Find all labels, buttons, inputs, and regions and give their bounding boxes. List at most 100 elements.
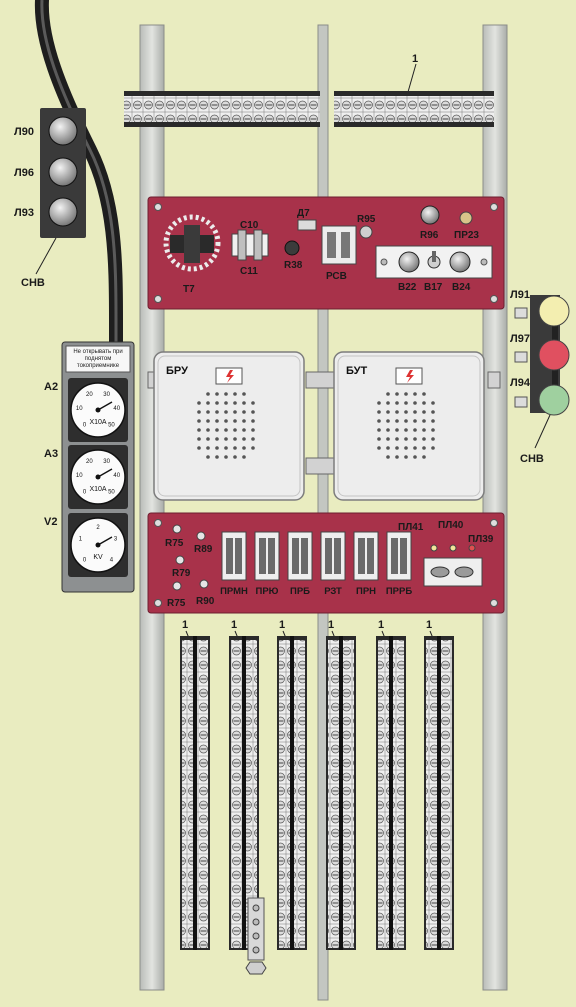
relay-4: РЗТ	[320, 531, 346, 597]
lamp-l96	[48, 157, 78, 187]
lamp-l94	[538, 384, 570, 416]
label-r95: R95	[357, 214, 376, 225]
right-lamp-block	[514, 295, 570, 416]
fuse-pl41	[430, 544, 438, 552]
terminal-callout: 1	[378, 619, 384, 631]
callout-top-line	[407, 63, 417, 93]
control-box-label: БУТ	[346, 365, 367, 377]
capacitors-c10-c11	[231, 229, 269, 261]
right-lamp-label-2: Л94	[510, 377, 531, 389]
meter-tick-label: 3	[114, 537, 118, 543]
fuse-pr23	[459, 211, 473, 225]
fuse-pl40	[449, 544, 457, 552]
label-pl39: ПЛ39	[468, 534, 494, 545]
relay-label: ПРЮ	[256, 586, 279, 597]
relays: ПРМН ПРЮ ПРБ РЗТ ПРН ПРРБ	[220, 531, 412, 597]
left-group-leader	[35, 237, 57, 275]
left-group-label: СНВ	[21, 277, 45, 289]
relay-label: ПРМН	[220, 586, 248, 597]
relay-5: ПРН	[353, 531, 379, 597]
meter-tick-label: 30	[103, 459, 110, 465]
meter-label-0: A2	[44, 381, 58, 393]
terminal-callout: 1	[328, 619, 334, 631]
relay-6: ПРРБ	[386, 531, 412, 597]
relay-label: ПРБ	[290, 586, 310, 597]
left-lamp-block	[40, 108, 86, 238]
control-boxes: БРУ БУТ	[153, 351, 485, 501]
meter-warning: Не открывать при поднятом токоприемнике	[73, 349, 123, 369]
resistor-r89	[196, 531, 206, 541]
label-r79: R79	[172, 568, 191, 579]
label-d7: Д7	[297, 208, 310, 219]
label-c10: C10	[240, 220, 259, 231]
meter-label-2: V2	[44, 516, 57, 528]
right-group-label: СНВ	[520, 453, 544, 465]
switch-b22[interactable]	[398, 251, 420, 273]
meter-tick-label: 0	[83, 557, 87, 563]
right-rail	[482, 24, 508, 991]
meter-tick-label: 10	[76, 406, 83, 412]
transformer-t7	[163, 214, 221, 272]
lower-panel: ПРМН ПРЮ ПРБ РЗТ ПРН ПРРБ	[147, 512, 505, 614]
meter-tick-label: 50	[108, 422, 115, 428]
label-r75-a: R75	[165, 538, 184, 549]
meter-unit: X10A	[89, 486, 106, 493]
switch-b24[interactable]	[449, 251, 471, 273]
center-small-strip	[245, 897, 267, 975]
connector-d	[487, 371, 501, 389]
lamp-l90	[48, 116, 78, 146]
control-box-label: БРУ	[166, 365, 188, 377]
label-r38: R38	[284, 260, 303, 271]
terminal-column-4: 1	[326, 619, 356, 950]
resistor-r90	[199, 579, 209, 589]
lamp-l93	[48, 197, 78, 227]
left-lamp-label-0: Л90	[14, 126, 34, 138]
main-cable-highlight	[40, 0, 118, 345]
relay-label: ПРН	[356, 586, 376, 597]
relay-1: ПРМН	[220, 531, 248, 597]
label-b24: B24	[452, 282, 471, 293]
connector-b	[305, 457, 337, 475]
upper-panel	[147, 196, 505, 310]
lamp-l97	[538, 339, 570, 371]
control-box-but: БУТ	[333, 351, 485, 501]
lamp-l91	[538, 295, 570, 327]
label-pl40: ПЛ40	[438, 520, 464, 531]
label-c11: C11	[240, 266, 258, 277]
meter-tick-label: 4	[110, 557, 114, 563]
terminal-callout: 1	[231, 619, 237, 631]
meter-tick-label: 20	[86, 459, 93, 465]
meter-tick-label: 20	[86, 392, 93, 398]
terminal-callout: 1	[426, 619, 432, 631]
resistor-r95	[359, 225, 373, 239]
meter-tick-label: 1	[79, 537, 83, 543]
resistor-r75-a	[172, 524, 182, 534]
meter-tick-label: 40	[113, 406, 120, 412]
diode-d7	[297, 219, 317, 231]
meter-unit: KV	[93, 554, 103, 561]
left-lamp-label-1: Л96	[14, 167, 34, 179]
label-pl41: ПЛ41	[398, 522, 424, 533]
meter-tick-label: 0	[83, 489, 87, 495]
label-b22: B22	[398, 282, 417, 293]
terminal-callout: 1	[279, 619, 285, 631]
meter-label-1: A3	[44, 448, 58, 460]
relay-rsv	[321, 225, 357, 265]
label-rsv: РСВ	[326, 271, 347, 282]
right-group-leader	[534, 414, 551, 449]
meter-tick-label: 40	[113, 473, 120, 479]
switch-b17[interactable]	[427, 251, 441, 269]
left-lamp-label-2: Л93	[14, 207, 34, 219]
meter-tick-label: 2	[96, 525, 100, 531]
right-lamp-label-1: Л97	[510, 333, 530, 345]
control-box-bru: БРУ	[153, 351, 305, 501]
resistor-r96	[420, 205, 440, 225]
fuse-holder	[423, 544, 483, 587]
resistor-r79	[175, 555, 185, 565]
relay-label: РЗТ	[324, 586, 342, 597]
meter-tick-label: 10	[76, 473, 83, 479]
meter-unit: X10A	[89, 419, 106, 426]
